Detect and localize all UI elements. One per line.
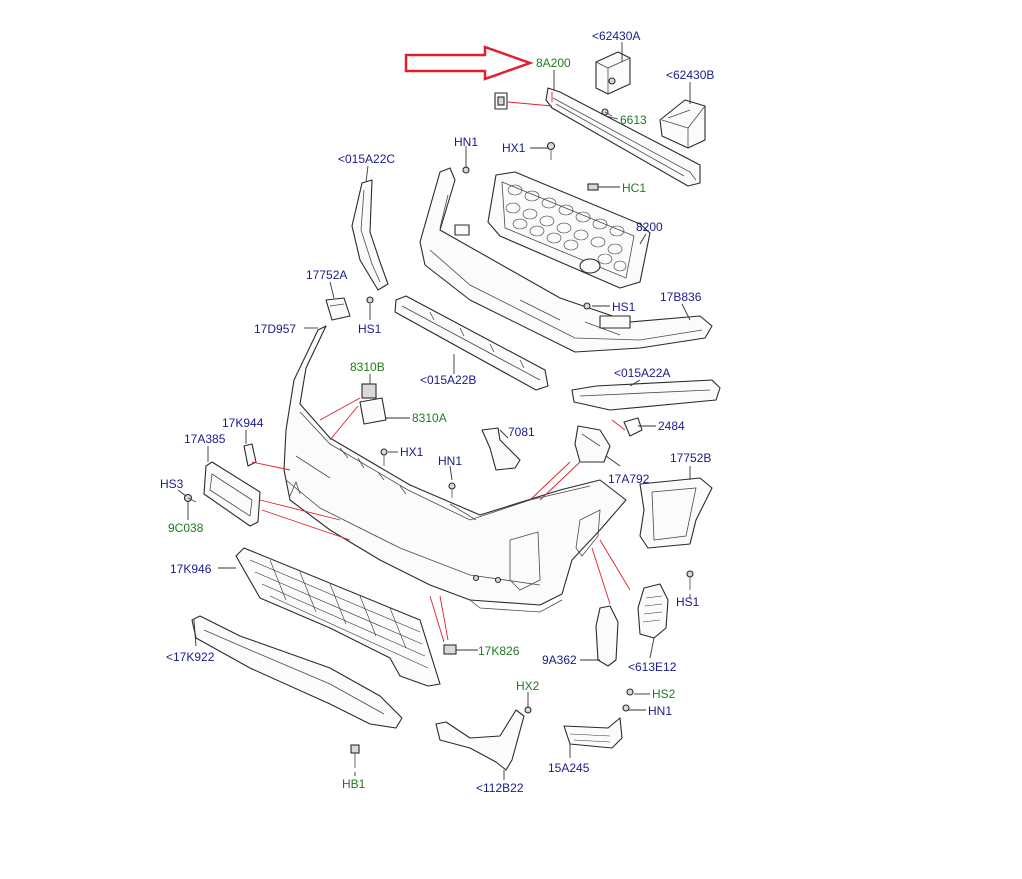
label-HX1-mid: HX1: [400, 445, 424, 459]
part-bracket-15a245: [563, 717, 623, 749]
part-bolt-6613: [601, 108, 613, 117]
label-HX1-top: HX1: [502, 141, 526, 155]
part-trim-015a22c: [351, 179, 389, 291]
label-HN1-bottom: HN1: [648, 704, 672, 718]
fastener-markers: [366, 141, 694, 714]
label-17B836: 17B836: [660, 290, 702, 304]
part-skid-plate-17k922: [191, 615, 403, 729]
label-613E12: <613E12: [628, 660, 677, 674]
label-62430A: <62430A: [592, 29, 640, 43]
label-9A362: 9A362: [542, 653, 577, 667]
label-17A385: 17A385: [184, 432, 226, 446]
part-plate-bracket-17a385: [203, 461, 261, 527]
label-62430B: <62430B: [666, 68, 714, 82]
label-112B22: <112B22: [476, 781, 524, 795]
part-bracket-7081: [481, 427, 521, 471]
leader-lines: [177, 42, 691, 780]
part-grille: [487, 171, 651, 289]
label-17K946: 17K946: [170, 562, 212, 576]
label-HN1-mid: HN1: [438, 454, 462, 468]
label-8A200: 8A200: [536, 56, 571, 70]
label-HS3: HS3: [160, 477, 184, 491]
label-8310B: 8310B: [350, 360, 385, 374]
part-small-bracket-top: [494, 92, 508, 110]
part-cover-2484: [623, 417, 643, 437]
part-trim-015a22b: [394, 295, 549, 391]
part-sensor-62430b: [659, 99, 706, 149]
part-lamp-613e12: [637, 583, 669, 639]
label-015A22A: <015A22A: [614, 366, 670, 380]
part-bezel-9a362: [595, 605, 619, 667]
part-sensor-62430a: [595, 51, 631, 95]
label-HB1: HB1: [342, 777, 366, 791]
label-HS1-mid: HS1: [612, 300, 636, 314]
label-HS2: HS2: [652, 687, 676, 701]
part-labels: 8A200 <62430A <62430B 6613 HN1 HX1 HC1 <…: [160, 29, 714, 795]
part-bracket-17k944: [243, 443, 257, 467]
label-7081: 7081: [508, 425, 535, 439]
label-17K944: 17K944: [222, 416, 264, 430]
label-6613: 6613: [620, 113, 647, 127]
grille-badge: [579, 258, 601, 274]
label-8310A: 8310A: [412, 411, 447, 425]
part-upper-carrier: [419, 167, 713, 353]
label-HS1-right: HS1: [676, 595, 700, 609]
part-bracket-8310b: [361, 383, 377, 399]
part-bracket-17752a: [325, 297, 351, 321]
label-HS1-left: HS1: [358, 322, 382, 336]
part-liner-17752b: [639, 477, 713, 549]
label-17K826: 17K826: [478, 644, 520, 658]
part-bracket-17a792: [574, 425, 611, 463]
part-bumper-cover: [283, 325, 627, 613]
label-HC1: HC1: [622, 181, 646, 195]
label-9C038: 9C038: [168, 521, 204, 535]
part-reinforcement-beam: [545, 87, 701, 187]
label-HX2: HX2: [516, 679, 540, 693]
part-bolt-hb1: [350, 744, 360, 768]
label-15A245: 15A245: [548, 761, 590, 775]
label-17A792: 17A792: [608, 472, 650, 486]
label-17752B: 17752B: [670, 451, 711, 465]
label-015A22B: <015A22B: [420, 373, 476, 387]
part-bracket-8310a: [359, 397, 387, 425]
highlight-arrow: [404, 45, 534, 81]
part-lower-grille-17k946: [235, 547, 441, 687]
label-015A22C: <015A22C: [338, 152, 395, 166]
label-HN1-top: HN1: [454, 135, 478, 149]
part-trim-112b22: [435, 709, 525, 771]
part-screw-hs3: [183, 493, 197, 503]
label-17K922: <17K922: [166, 650, 215, 664]
label-17D957: 17D957: [254, 322, 296, 336]
part-trim-015a22a: [571, 379, 721, 411]
part-clip-17k826: [443, 644, 457, 655]
label-17752A: 17752A: [306, 268, 347, 282]
label-8200: 8200: [636, 220, 663, 234]
label-2484: 2484: [658, 419, 685, 433]
